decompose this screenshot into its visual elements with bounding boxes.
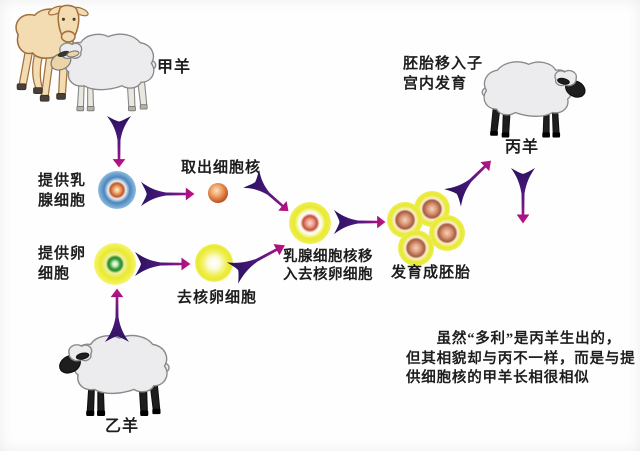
- dolly-explanation-caption: 虽然“多利”是丙羊生出的， 但其相貌却与丙不一样，而是与提 供细胞核的甲羊长相很…: [406, 331, 636, 386]
- arrow-mammary-to-nucleus-icon: [141, 181, 195, 207]
- arrow-egg-to-enucleated-icon: [135, 251, 191, 277]
- fused-cell-icon: [289, 202, 331, 244]
- implant-uterus-label: 胚胎移入子 宫内发育: [403, 56, 484, 92]
- arrow-enucleated-to-fused-icon: [226, 234, 291, 284]
- sheep-c-illustration: [481, 61, 586, 138]
- enucleated-egg-label: 去核卵细胞: [177, 290, 258, 306]
- enucleated-egg-icon: [195, 244, 233, 282]
- arrow-fused-to-embryo-icon: [334, 209, 386, 235]
- sheep-a-label: 甲羊: [157, 59, 192, 76]
- arrow-embryo-to-uterus-icon: [444, 151, 500, 207]
- arrow-sheepC-to-lamb-icon: [510, 168, 536, 224]
- mammary-cell-icon: [98, 171, 136, 209]
- sheep-b-illustration: [59, 334, 170, 416]
- arrow-sheepB-to-egg-icon: [104, 288, 130, 342]
- provide-mammary-label: 提供乳 腺细胞: [38, 173, 87, 209]
- egg-cell-icon: [94, 243, 136, 285]
- sheep-a-illustration: [50, 33, 157, 112]
- provide-egg-label: 提供卵 细胞: [38, 246, 87, 282]
- develop-embryo-label: 发育成胚胎: [391, 265, 472, 281]
- sheep-c-label: 丙羊: [505, 139, 540, 156]
- extracted-nucleus-icon: [208, 183, 228, 203]
- sheep-b-label: 乙羊: [105, 418, 140, 435]
- extract-nucleus-label: 取出细胞核: [181, 160, 262, 176]
- arrow-sheepA-to-mammary-icon: [106, 116, 132, 168]
- nuclear-transfer-label: 乳腺细胞核移 入去核卵细胞: [283, 249, 373, 283]
